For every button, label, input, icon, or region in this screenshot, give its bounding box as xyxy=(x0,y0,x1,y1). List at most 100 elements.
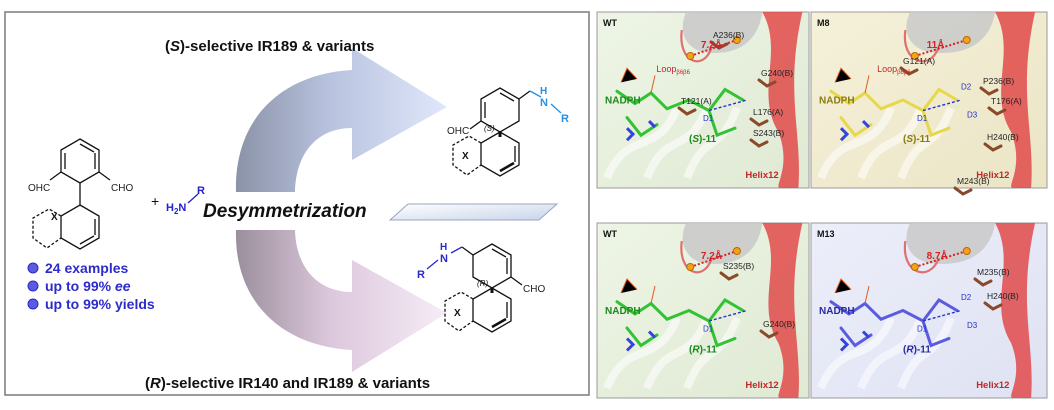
product-r-x: X xyxy=(454,308,461,319)
residue-label: G240(B) xyxy=(761,68,793,78)
loop-ribbon xyxy=(903,240,940,274)
nitrogen-sticks xyxy=(625,330,657,352)
hbond-line xyxy=(708,309,748,322)
panel-tag: WT xyxy=(603,18,617,28)
distance-label: 7.2Å xyxy=(701,249,722,262)
product-s-n: N xyxy=(540,97,548,109)
product-r-stereo: (R) xyxy=(477,279,488,288)
product-r-r-bond xyxy=(426,259,439,270)
distance-endpoint xyxy=(962,36,971,44)
nadph-label: NADPH xyxy=(819,96,855,107)
distance-line xyxy=(689,250,738,268)
distance-line xyxy=(914,39,968,57)
distance-id-label: D2 xyxy=(961,82,972,91)
product-r-n: N xyxy=(440,253,448,265)
residue-label: G121(A) xyxy=(903,56,935,66)
ligand-label: (R)-11 xyxy=(903,345,931,356)
helix-ribbon xyxy=(995,12,1036,188)
background-ribbon xyxy=(857,316,925,390)
top-arrow xyxy=(235,48,447,192)
residue-label: H240(B) xyxy=(987,132,1019,142)
residue-sticks xyxy=(759,329,779,339)
nitrogen-sticks xyxy=(625,120,657,142)
residue-sticks xyxy=(983,142,1003,152)
product-s-stereo: (S) xyxy=(484,124,495,133)
helix-ribbon xyxy=(995,223,1036,398)
distance-endpoint xyxy=(910,263,919,271)
residue-sticks xyxy=(719,271,739,281)
distance-label: 7.2Å xyxy=(701,38,722,51)
residue-sticks xyxy=(979,86,999,96)
background-ribbon xyxy=(683,106,741,180)
hbond-line xyxy=(922,309,962,322)
residue-sticks xyxy=(983,301,1003,311)
panel-tag: WT xyxy=(603,229,617,239)
residue-label: M243(B) xyxy=(957,176,990,186)
distance-endpoint xyxy=(686,263,695,271)
product-s-h: H xyxy=(540,86,547,97)
background-ribbon xyxy=(857,106,925,180)
distance-endpoint xyxy=(732,247,741,255)
bullet-list: 24 examples up to 99% ee up to 99% yield… xyxy=(27,260,155,312)
residue-label: S243(B) xyxy=(753,128,784,138)
residue-label: L176(A) xyxy=(753,107,783,117)
loop-label: Loopβ6β6 xyxy=(877,64,911,76)
structure-panel: WT7.2ÅNADPHLoopβ6β6(S)-11D1A236(B)T121(A… xyxy=(596,11,810,189)
product-r-h: H xyxy=(440,242,447,253)
panel-tag: M8 xyxy=(817,18,830,28)
helix-label: Helix12 xyxy=(976,170,1009,181)
substrate-molecule xyxy=(32,138,111,250)
structure-panel: M811ÅNADPHLoopβ6β6(S)-11D1D2D3G121(A)P23… xyxy=(810,11,1048,196)
loop-ribbon xyxy=(680,240,713,274)
plus-sign: + xyxy=(151,193,159,209)
bullet-yields: up to 99% yields xyxy=(45,296,155,312)
bullet-examples: 24 examples xyxy=(45,260,128,276)
protein-surface xyxy=(906,223,996,264)
panel-tag: M13 xyxy=(817,229,835,239)
distance-endpoint xyxy=(910,52,919,60)
distance-id-label: D1 xyxy=(703,325,714,334)
nadph-label: NADPH xyxy=(605,306,641,317)
distance-label: 11Å xyxy=(927,38,945,51)
nitrogen-sticks xyxy=(839,330,871,352)
distance-line xyxy=(914,250,968,268)
helix-label: Helix12 xyxy=(976,380,1009,391)
substrate-cho-left: OHC xyxy=(28,183,50,194)
background-ribbon xyxy=(683,316,741,390)
product-r-r: R xyxy=(417,269,425,281)
desymmetrization-label: Desymmetrization xyxy=(203,201,367,222)
residue-sticks xyxy=(973,277,993,287)
structure-panels: WT7.2ÅNADPHLoopβ6β6(S)-11D1A236(B)T121(A… xyxy=(596,11,1048,399)
residue-sticks xyxy=(899,66,919,76)
residue-sticks xyxy=(749,138,769,148)
ligand-sticks xyxy=(615,298,745,348)
distance-id-label: D1 xyxy=(917,325,928,334)
product-s-amine-bond xyxy=(529,90,542,98)
product-s-r: R xyxy=(561,113,569,125)
ligand-label: (S)-11 xyxy=(903,134,931,145)
distance-endpoint xyxy=(686,52,695,60)
hbond-line xyxy=(708,99,748,112)
product-r-amine-bond xyxy=(450,246,463,254)
product-s-molecule xyxy=(452,87,531,177)
helix-label: Helix12 xyxy=(745,170,778,181)
background-ribbon xyxy=(643,316,711,390)
background-ribbon xyxy=(817,316,895,390)
ligand-label: (R)-11 xyxy=(689,345,717,356)
reaction-plate xyxy=(388,203,559,221)
svg-text:R: R xyxy=(197,185,205,197)
bullet-icon xyxy=(27,262,39,274)
residue-label: G240(B) xyxy=(763,319,795,329)
amine-reagent: H2N R xyxy=(166,185,205,216)
nadph-label: NADPH xyxy=(605,96,641,107)
loop-ribbon xyxy=(903,29,940,63)
substrate-x: X xyxy=(51,212,58,223)
product-r-molecule xyxy=(444,243,523,333)
distance-id-label: D2 xyxy=(961,293,972,302)
residue-label: T176(A) xyxy=(991,96,1022,106)
residue-label: S235(B) xyxy=(723,261,754,271)
distance-id-label: D3 xyxy=(967,321,978,330)
bullet-icon xyxy=(27,280,39,292)
distance-endpoint xyxy=(962,247,971,255)
